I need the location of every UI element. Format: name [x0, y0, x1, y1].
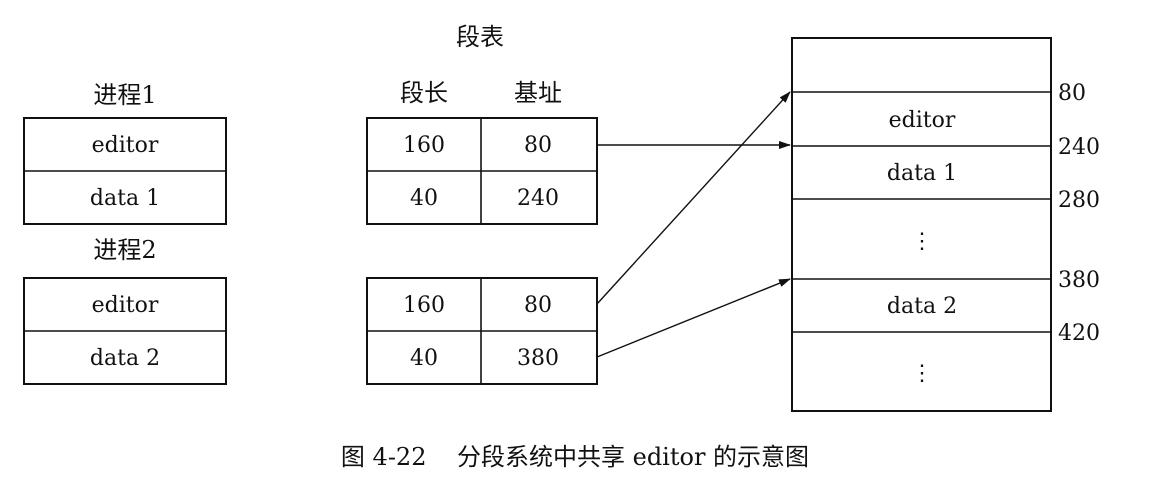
segment-table-1: 160 80 40 240 — [366, 117, 598, 225]
process1-segment-data1: data 1 — [90, 186, 160, 211]
arrow-table2-editor-to-memory — [596, 91, 791, 305]
memory-ellipsis-1: ⋮ — [911, 229, 933, 254]
memory-segment-data1: data 1 — [887, 161, 957, 186]
segment-table-title: 段表 — [456, 23, 504, 51]
memory-segment-editor: editor — [889, 108, 956, 133]
process1-table: editor data 1 — [23, 117, 227, 225]
address-280: 280 — [1058, 188, 1100, 213]
segment-length-header: 段长 — [400, 79, 448, 107]
process2-segment-data2: data 2 — [90, 346, 160, 371]
arrow-table2-data2-to-memory — [596, 278, 791, 358]
segment-table-2-length-2: 40 — [410, 346, 438, 371]
base-address-header: 基址 — [514, 79, 562, 107]
segment-table-1-length-2: 40 — [410, 186, 438, 211]
address-240: 240 — [1058, 135, 1100, 160]
physical-memory: editor data 1 ⋮ data 2 ⋮ — [791, 37, 1052, 412]
segment-table-2: 160 80 40 380 — [366, 277, 598, 385]
segment-table-1-base-1: 80 — [524, 133, 552, 158]
memory-frame — [791, 37, 1052, 412]
segment-table-2-length-1: 160 — [403, 293, 445, 318]
process2-segment-editor: editor — [92, 293, 159, 318]
figure-caption: 图 4-22 分段系统中共享 editor 的示意图 — [341, 443, 809, 471]
address-80: 80 — [1058, 81, 1086, 106]
process2-table: editor data 2 — [23, 277, 227, 385]
process1-segment-editor: editor — [92, 133, 159, 158]
segment-table-1-base-2: 240 — [517, 186, 559, 211]
segment-table-2-base-2: 380 — [517, 346, 559, 371]
process1-title: 进程1 — [93, 81, 156, 109]
address-420: 420 — [1058, 321, 1100, 346]
memory-segment-data2: data 2 — [887, 294, 957, 319]
memory-ellipsis-2: ⋮ — [911, 361, 933, 386]
address-380: 380 — [1058, 268, 1100, 293]
segment-table-1-length-1: 160 — [403, 133, 445, 158]
process2-title: 进程2 — [93, 236, 156, 264]
segment-table-2-base-1: 80 — [524, 293, 552, 318]
